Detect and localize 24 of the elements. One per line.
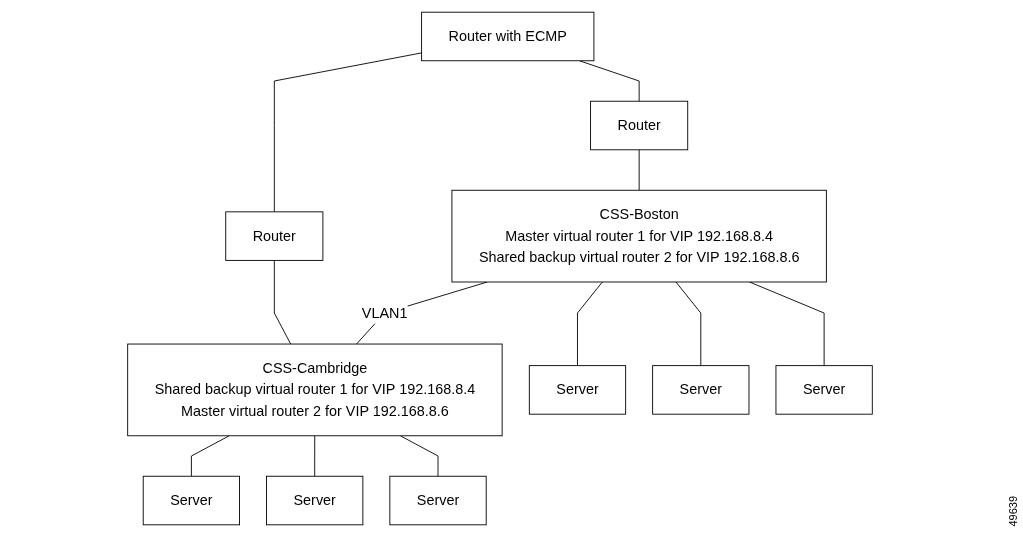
node-box: Server bbox=[389, 475, 487, 526]
connector bbox=[273, 52, 423, 213]
connector bbox=[675, 281, 702, 367]
connector bbox=[314, 435, 316, 477]
connector bbox=[638, 149, 640, 191]
connector bbox=[273, 259, 292, 345]
node-box: Router bbox=[225, 211, 324, 261]
connector bbox=[356, 281, 488, 345]
connector bbox=[190, 435, 230, 477]
node-box: Server bbox=[775, 365, 873, 415]
connector bbox=[577, 281, 603, 367]
node-box: Router with ECMP bbox=[421, 11, 595, 62]
node-box: CSS-Cambridge Shared backup virtual router 1 for VIP 192.168.8.4 Master virtual router 2 for VIP 192.168.8.6 bbox=[127, 343, 503, 437]
node-box: Server bbox=[266, 475, 364, 526]
edge-label: VLAN1 bbox=[361, 304, 408, 321]
figure-number: 49639 bbox=[1007, 496, 1019, 527]
connector bbox=[399, 435, 439, 477]
node-box: CSS-Boston Master virtual router 1 for VIP 192.168.8.4 Shared backup virtual router 2 for VIP 192.168.8.6 bbox=[451, 189, 827, 283]
node-box: Router bbox=[590, 100, 689, 151]
node-box: Server bbox=[528, 365, 627, 415]
node-box: Server bbox=[142, 475, 240, 526]
node-box: Server bbox=[652, 365, 750, 415]
connector bbox=[749, 281, 825, 367]
connector bbox=[579, 60, 640, 102]
